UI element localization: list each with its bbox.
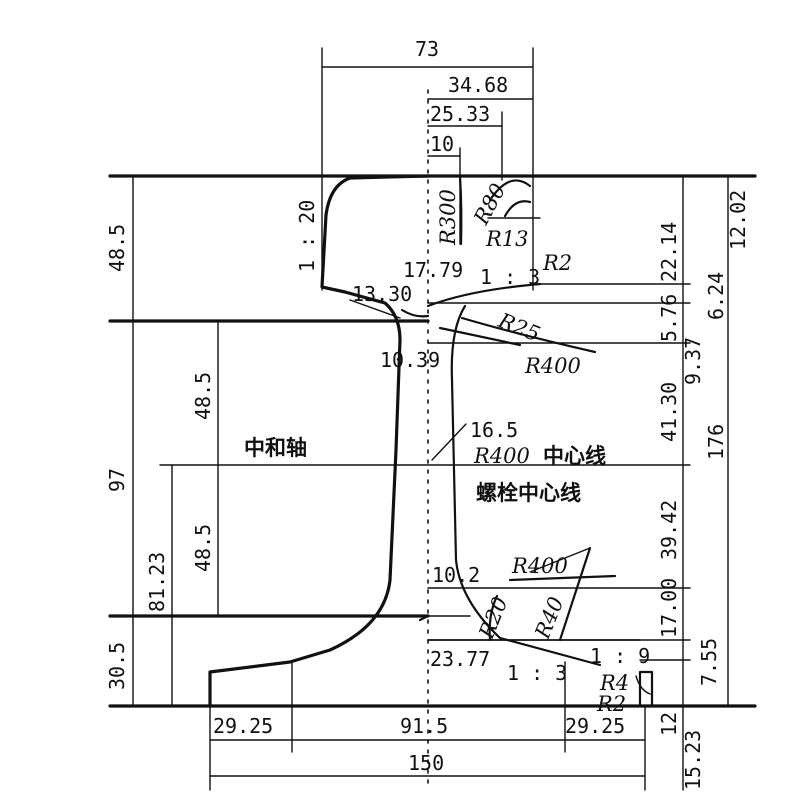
r40-line bbox=[558, 546, 592, 642]
construction-geometry bbox=[426, 174, 654, 708]
dim-39-42: 39.42 bbox=[657, 500, 681, 560]
dim-17-00: 17.00 bbox=[657, 578, 681, 638]
dim-41-30: 41.30 bbox=[657, 382, 681, 442]
rail-profile bbox=[208, 174, 430, 708]
radius-r400-upper: R400 bbox=[524, 354, 581, 378]
radius-r4: R4 bbox=[599, 671, 629, 695]
dim-30-5: 30.5 bbox=[105, 642, 129, 690]
r13-arc bbox=[503, 200, 532, 218]
bolt-centerline-label: 螺栓中心线 bbox=[476, 481, 581, 505]
r25-line bbox=[438, 326, 522, 347]
slope-base-right: 1 : 9 bbox=[590, 644, 650, 668]
dim-25-33: 25.33 bbox=[430, 102, 490, 126]
radius-r40: R40 bbox=[530, 593, 569, 642]
base-right-slope bbox=[498, 636, 602, 667]
r80-arc bbox=[488, 179, 532, 202]
radius-r300: R300 bbox=[436, 189, 460, 246]
dim-48-5-lower: 48.5 bbox=[191, 524, 215, 572]
dim-73: 73 bbox=[415, 37, 439, 61]
radius-labels: R300 R80 R13 R2 R25 R400 R400 R400 R20 R… bbox=[436, 180, 629, 716]
dim-head-height: 48.5 bbox=[105, 224, 129, 272]
radius-r13: R13 bbox=[485, 227, 529, 251]
dim-48-5-upper: 48.5 bbox=[191, 372, 215, 420]
dim-5-76: 5.76 bbox=[657, 294, 681, 342]
dim-9-37: 9.37 bbox=[681, 337, 705, 385]
dimension-labels: 73 34.68 25.33 10 48.5 97 30.5 48.5 48.5… bbox=[105, 37, 750, 790]
dim-34-68: 34.68 bbox=[448, 73, 508, 97]
dim-23-77: 23.77 bbox=[430, 647, 490, 671]
dim-7-55: 7.55 bbox=[697, 638, 721, 686]
dim-12-02: 12.02 bbox=[726, 190, 750, 250]
dim-97: 97 bbox=[105, 468, 129, 492]
dim-150: 150 bbox=[408, 751, 444, 775]
slope-head-side: 1 : 20 bbox=[295, 200, 319, 272]
radius-r400-lower: R400 bbox=[511, 554, 568, 578]
head-underside-fillet bbox=[400, 308, 430, 318]
dimension-lines bbox=[132, 47, 729, 791]
centerline-label: 中心线 bbox=[543, 444, 606, 468]
base-edge-box bbox=[638, 670, 654, 708]
r40-line-b bbox=[529, 547, 591, 573]
dim-13-30: 13.30 bbox=[352, 282, 412, 306]
radius-r400-center: R400 bbox=[473, 444, 530, 468]
head-underside-right bbox=[426, 282, 542, 308]
radius-r2-top: R2 bbox=[542, 251, 572, 275]
radius-r2-bottom: R2 bbox=[596, 692, 626, 716]
rail-left-profile bbox=[208, 174, 430, 708]
dim-10-39: 10.39 bbox=[380, 348, 440, 372]
dim-base-mid: 91.5 bbox=[400, 714, 448, 738]
dim-base-right: 29.25 bbox=[565, 714, 625, 738]
radius-r20: R20 bbox=[474, 593, 513, 642]
slope-labels: 1 : 20 1 : 3 1 : 3 1 : 9 bbox=[295, 200, 650, 685]
dim-176: 176 bbox=[704, 424, 728, 460]
dim-22-14: 22.14 bbox=[657, 222, 681, 282]
dim-12: 12 bbox=[657, 712, 681, 736]
r20-arc bbox=[488, 594, 499, 642]
neutral-axis-label: 中和轴 bbox=[244, 436, 307, 460]
dim-10-2: 10.2 bbox=[432, 563, 480, 587]
dim-6-24: 6.24 bbox=[704, 272, 728, 320]
base-fillet-left bbox=[418, 614, 430, 622]
r4-arc bbox=[635, 675, 651, 695]
dim-15-23: 15.23 bbox=[681, 730, 705, 790]
dim-17-79: 17.79 bbox=[403, 258, 463, 282]
dim-10: 10 bbox=[430, 132, 454, 156]
leader-16-5 bbox=[431, 423, 467, 461]
web-right-profile bbox=[450, 304, 502, 640]
r400-lower-line bbox=[508, 574, 617, 582]
dim-16-5: 16.5 bbox=[470, 418, 518, 442]
r400-upper-arc bbox=[460, 316, 597, 354]
slope-web-top: 1 : 3 bbox=[480, 265, 540, 289]
radius-r80: R80 bbox=[469, 180, 511, 230]
leader-13-30 bbox=[349, 299, 401, 319]
dim-81-23: 81.23 bbox=[145, 552, 169, 612]
slope-base-top: 1 : 3 bbox=[507, 661, 567, 685]
text-labels: 中和轴 中心线 螺栓中心线 bbox=[244, 436, 606, 505]
dim-base-left: 29.25 bbox=[213, 714, 273, 738]
